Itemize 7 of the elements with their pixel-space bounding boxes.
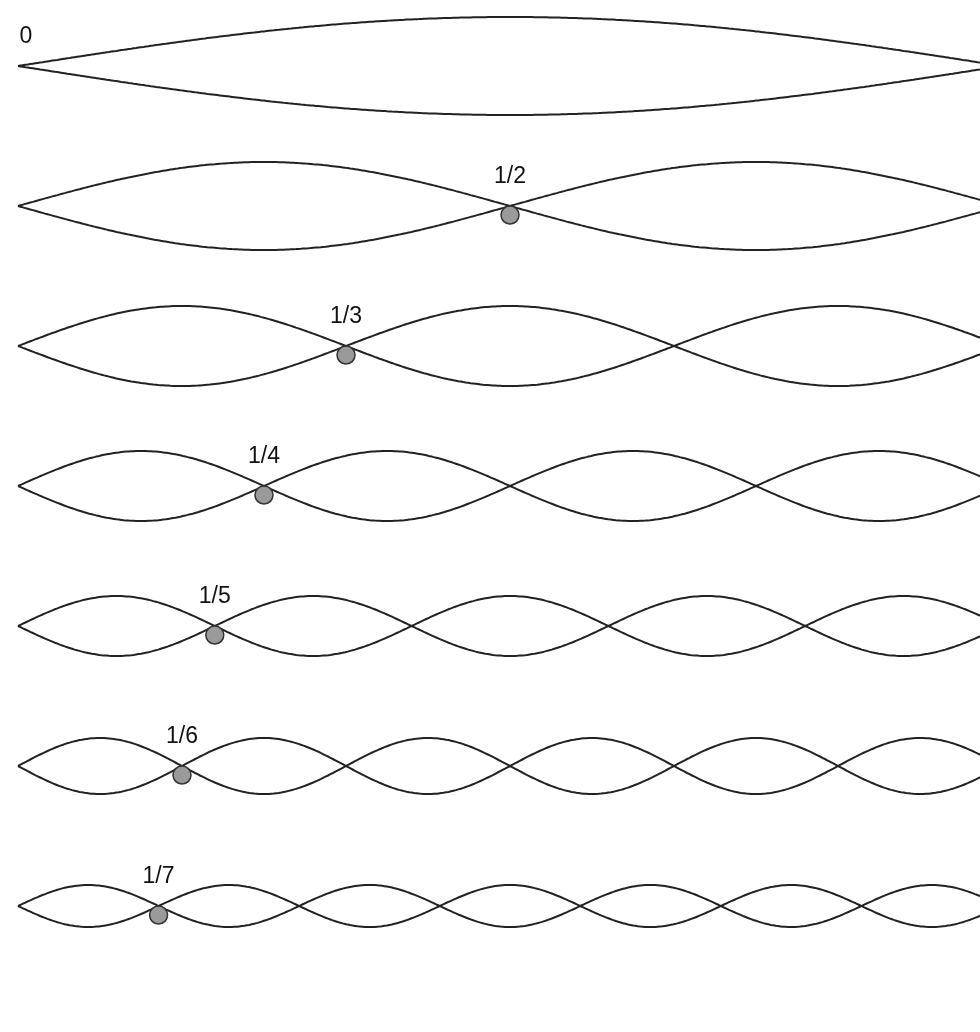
fraction-label: 1/3 (330, 304, 362, 327)
fraction-label: 1/2 (494, 164, 526, 187)
fraction-label: 0 (19, 24, 33, 47)
fraction-label: 1/5 (198, 584, 231, 607)
fraction-label: 1/6 (166, 724, 198, 747)
fraction-label: 1/4 (248, 444, 280, 467)
fraction-label: 1/7 (142, 864, 175, 887)
